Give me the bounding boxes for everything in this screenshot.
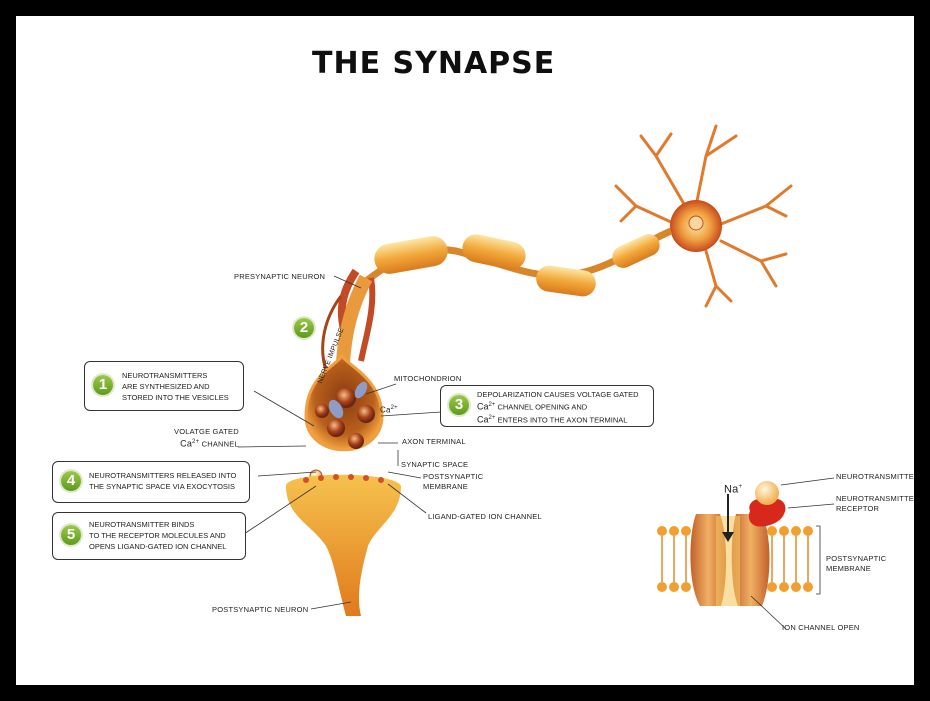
postsynaptic-membrane-label: POSTSYNAPTIC MEMBRANE [423,472,483,492]
ion-channel-open-label: ION CHANNEL OPEN [782,623,860,633]
postsynaptic-neuron-shape [286,475,401,616]
diagram-canvas: THE SYNAPSE [16,16,914,685]
neurotransmitter-shape [755,481,779,505]
inset-membrane [657,481,813,606]
voltage-gated-channel-label: VOLATGE GATED Ca2+ CHANNEL [174,427,239,450]
inset-receptor-label: NEUROTRANSMITTER RECEPTOR [836,494,914,514]
synaptic-space-label: SYNAPTIC SPACE [401,460,468,470]
myelin-sheath [372,230,663,298]
step-4-badge: 4 [61,471,81,491]
step-3-badge: 3 [449,395,469,415]
inset-membrane-label: POSTSYNAPTIC MEMBRANE [826,554,886,574]
mitochondrion-label: MITOCHONDRION [394,374,461,384]
step-5-badge: 5 [61,525,81,545]
step-1-badge: 1 [93,375,113,395]
presynaptic-neuron-label: PRESYNAPTIC NEURON [234,272,325,282]
calcium-ion-label: Ca2+ [380,403,398,416]
inset-neurotransmitter-label: NEUROTRANSMITTER [836,472,914,482]
axon-terminal-label: AXON TERMINAL [402,437,466,447]
ligand-gated-channel-label: LIGAND-GATED ION CHANNEL [428,512,542,522]
synapse-illustration [16,16,914,685]
image-frame: THE SYNAPSE [6,6,924,695]
postsynaptic-neuron-label: POSTSYNAPTIC NEURON [212,605,308,615]
step-3-box: 3 DEPOLARIZATION CAUSES VOLTAGE GATED Ca… [440,385,654,427]
sodium-ion-label: Na+ [724,482,742,495]
step-2-badge: 2 [294,318,314,338]
